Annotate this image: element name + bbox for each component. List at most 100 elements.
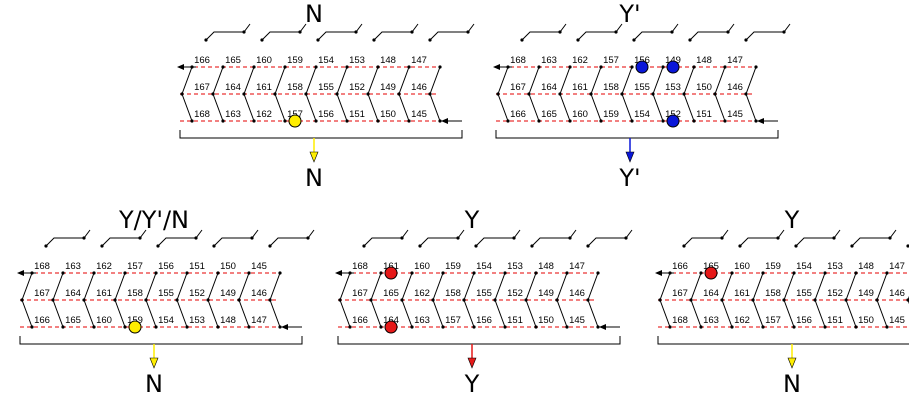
vertex-dot	[61, 325, 65, 329]
site-label: 149	[220, 288, 236, 299]
site-label: 146	[889, 288, 905, 299]
vertex-dot	[596, 325, 600, 329]
vertex-dot	[668, 325, 672, 329]
vertex-dot	[688, 38, 692, 42]
vertex-dot	[565, 271, 569, 275]
vertex-dot	[682, 244, 686, 248]
site-label: 164	[541, 82, 557, 93]
vertex-dot	[776, 236, 780, 240]
flag-stroke	[795, 229, 841, 247]
vertex-dot	[82, 298, 86, 302]
flag-stroke	[633, 23, 679, 41]
flag-stroke	[261, 23, 307, 41]
vertex-dot	[751, 298, 755, 302]
site-label: 154	[158, 315, 174, 326]
vertex-dot	[466, 30, 470, 34]
vertex-dot	[699, 325, 703, 329]
flag-stroke	[419, 229, 465, 247]
vertex-dot	[630, 65, 634, 69]
flag-stroke	[689, 23, 735, 41]
vertex-dot	[537, 65, 541, 69]
site-label: 151	[696, 109, 712, 120]
vertex-dot	[738, 244, 742, 248]
vertex-dot	[175, 298, 179, 302]
flag-stroke	[205, 23, 251, 41]
site-label: 162	[572, 55, 588, 66]
vertex-dot	[306, 236, 310, 240]
flag-stroke	[213, 229, 259, 247]
vertex-dot	[100, 244, 104, 248]
site-label: 147	[411, 55, 427, 66]
site-label: 158	[603, 82, 619, 93]
vertex-dot	[534, 325, 538, 329]
site-label: 149	[380, 82, 396, 93]
vertex-dot	[723, 119, 727, 123]
site-label: 145	[569, 315, 585, 326]
site-marker	[666, 114, 680, 128]
site-label: 151	[349, 109, 365, 120]
vertex-dot	[524, 298, 528, 302]
vertex-dot	[369, 298, 373, 302]
vertex-dot	[885, 325, 889, 329]
flag-stroke	[521, 23, 567, 41]
result-arrow-head	[149, 357, 159, 369]
panel-title: Y	[464, 206, 480, 234]
site-label: 156	[796, 315, 812, 326]
site-label: 153	[507, 261, 523, 272]
site-label: 146	[569, 288, 585, 299]
site-marker	[128, 320, 142, 334]
vertex-dot	[260, 38, 264, 42]
vertex-dot	[906, 298, 909, 302]
vertex-dot	[823, 325, 827, 329]
flag-stroke	[101, 229, 147, 247]
vertex-dot	[512, 236, 516, 240]
vertex-dot	[283, 65, 287, 69]
vertex-dot	[180, 92, 184, 96]
flag-stroke	[851, 229, 897, 247]
site-label: 148	[380, 55, 396, 66]
result-arrow-head	[467, 357, 477, 369]
vertex-dot	[190, 119, 194, 123]
vertex-dot	[782, 298, 786, 302]
site-marker	[635, 60, 649, 74]
panel-p2: Y'16816316215715614914814716716416115815…	[493, 0, 791, 192]
site-label: 149	[538, 288, 554, 299]
vertex-dot	[345, 119, 349, 123]
vertex-dot	[154, 271, 158, 275]
vertex-dot	[568, 65, 572, 69]
vertex-dot	[316, 38, 320, 42]
site-marker	[384, 320, 398, 334]
bracket	[657, 336, 909, 345]
vertex-dot	[252, 119, 256, 123]
site-label: 147	[889, 261, 905, 272]
vertex-dot	[376, 65, 380, 69]
site-label: 162	[414, 288, 430, 299]
vertex-dot	[407, 119, 411, 123]
result-label: N	[783, 370, 801, 398]
vertex-dot	[723, 65, 727, 69]
vertex-dot	[185, 271, 189, 275]
vertex-dot	[503, 271, 507, 275]
site-label: 161	[572, 82, 588, 93]
site-label: 152	[349, 82, 365, 93]
site-marker	[666, 60, 680, 74]
site-label: 153	[665, 82, 681, 93]
site-label: 147	[251, 315, 267, 326]
vertex-dot	[503, 325, 507, 329]
site-label: 153	[827, 261, 843, 272]
vertex-dot	[314, 65, 318, 69]
vertex-dot	[586, 298, 590, 302]
vertex-dot	[250, 236, 254, 240]
vertex-dot	[730, 325, 734, 329]
vertex-dot	[354, 30, 358, 34]
site-label: 148	[696, 55, 712, 66]
site-label: 161	[734, 288, 750, 299]
flag-stroke	[745, 23, 791, 41]
site-label: 159	[287, 55, 303, 66]
site-label: 166	[194, 55, 210, 66]
vertex-dot	[283, 119, 287, 123]
vertex-dot	[720, 236, 724, 240]
site-label: 168	[352, 261, 368, 272]
